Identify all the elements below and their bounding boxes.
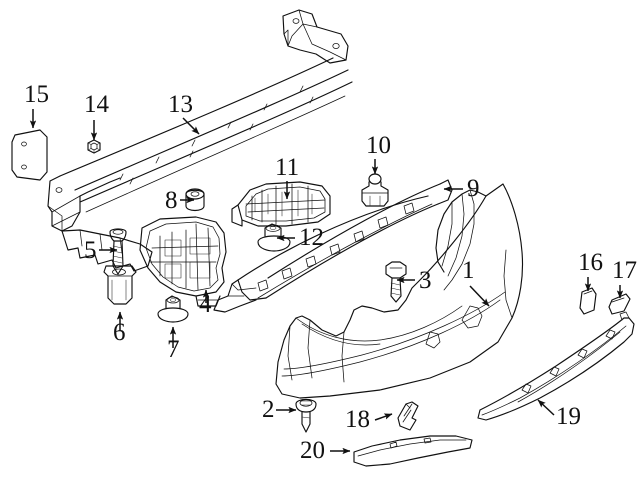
callout-number-12: 12 xyxy=(299,224,324,251)
part-angled-mount-tab xyxy=(397,401,419,431)
part-impact-absorber-bar xyxy=(213,179,453,313)
callout-number-6: 6 xyxy=(113,319,126,346)
callout-number-9: 9 xyxy=(467,175,480,202)
part-lower-trim-strip xyxy=(353,435,473,467)
callout-number-4: 4 xyxy=(199,291,212,318)
callout-number-14: 14 xyxy=(84,91,110,118)
leader-line-angled-mount-tab xyxy=(374,413,393,421)
part-upper-mounting-rail xyxy=(231,181,331,227)
callout-number-18: 18 xyxy=(345,406,370,433)
callout-number-15: 15 xyxy=(24,81,49,108)
part-tow-hook-cover-plate xyxy=(11,129,48,181)
callout-number-16: 16 xyxy=(578,249,603,276)
callout-number-2: 2 xyxy=(262,396,275,423)
part-push-in-clip xyxy=(295,398,317,433)
callout-number-20: 20 xyxy=(300,437,325,464)
callout-number-17: 17 xyxy=(612,257,637,284)
callout-number-19: 19 xyxy=(556,403,581,430)
part-flange-nut xyxy=(257,223,291,252)
part-flange-head-screw xyxy=(109,228,127,275)
callout-number-13: 13 xyxy=(168,91,193,118)
part-bumper-reinforcement-beam xyxy=(47,9,353,272)
leader-line-bumper-reinforcement-beam xyxy=(182,117,200,135)
part-right-reflector xyxy=(608,293,631,315)
leader-line-lower-valance-trim xyxy=(537,399,555,416)
callout-number-1: 1 xyxy=(462,257,475,284)
callout-number-3: 3 xyxy=(419,267,432,294)
callout-number-8: 8 xyxy=(165,187,178,214)
part-left-reflector xyxy=(579,287,597,315)
part-side-mount-bracket xyxy=(139,216,227,307)
callout-number-10: 10 xyxy=(366,132,391,159)
part-square-nut-clip xyxy=(103,265,137,305)
part-rear-bumper-cover xyxy=(275,183,524,399)
callout-number-11: 11 xyxy=(275,154,299,181)
part-hex-flange-bolt xyxy=(385,261,407,303)
callout-number-7: 7 xyxy=(167,336,180,363)
part-lower-valance-trim xyxy=(477,311,635,421)
callout-leader-lines xyxy=(29,109,624,455)
part-spacer-bushing xyxy=(185,188,205,212)
part-washer-nut xyxy=(157,295,189,323)
leader-line-rear-bumper-cover xyxy=(469,285,490,307)
callout-number-5: 5 xyxy=(84,237,97,264)
